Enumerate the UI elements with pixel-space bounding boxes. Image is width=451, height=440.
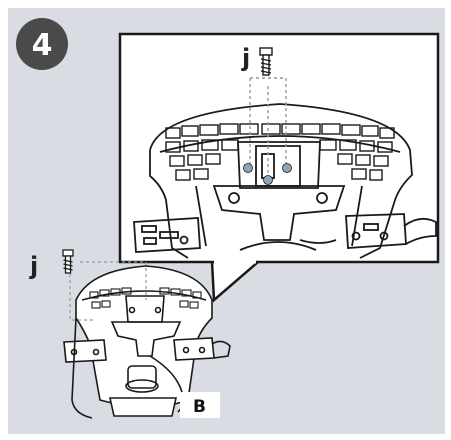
main-dotted-guide <box>69 261 147 321</box>
zoom-vent-grid <box>165 123 395 181</box>
part-label-box: B <box>180 392 220 418</box>
zoom-plate-slot <box>159 231 179 239</box>
zoom-plate-slot <box>143 237 157 245</box>
zoom-seat-base <box>133 103 437 259</box>
main-hub-base <box>125 379 159 393</box>
zoom-lip <box>159 135 401 153</box>
zoom-plate-slot <box>141 225 157 233</box>
zoom-cable <box>299 239 337 244</box>
screw-label-main: j <box>29 252 38 280</box>
zoom-hub <box>239 241 317 251</box>
main-plate-bolt <box>198 346 206 354</box>
main-base-plate <box>109 397 177 417</box>
main-side-plate-right <box>173 337 215 361</box>
zoom-dotted-guide <box>249 77 287 178</box>
zoom-callout: j <box>118 32 440 303</box>
zoom-plate-slot <box>363 223 379 231</box>
main-plate-bolt <box>92 348 100 356</box>
screw-hole <box>282 163 292 173</box>
screw-hole <box>263 175 273 185</box>
zoom-screw-holes <box>243 163 292 185</box>
main-plate-bolt <box>182 346 190 354</box>
part-label-background <box>180 392 220 418</box>
zoom-wall-left <box>195 185 207 247</box>
main-bracket <box>110 321 182 357</box>
zoom-mount-plate <box>237 141 321 189</box>
callout-frame <box>118 32 440 264</box>
screw-icon <box>62 249 74 274</box>
zoom-plate-bolt <box>179 235 189 245</box>
screw-icon <box>259 47 273 76</box>
screw-hole <box>243 163 253 173</box>
zoom-plate-bolt <box>379 231 389 241</box>
zoom-bracket-hole-left <box>228 192 240 204</box>
zoom-shell-left <box>149 150 189 259</box>
screw-label-zoom: j <box>241 44 250 72</box>
zoom-plate-bolt <box>351 231 361 241</box>
main-plate-hole <box>128 306 136 314</box>
zoom-lever <box>403 217 437 245</box>
step-number: 4 <box>32 28 53 63</box>
main-vent-grid <box>89 287 202 309</box>
part-label: B <box>193 397 206 417</box>
main-frame-left <box>71 317 93 419</box>
main-hub <box>127 365 157 389</box>
zoom-side-plate-left <box>133 217 201 253</box>
zoom-bracket <box>212 185 346 241</box>
step-badge-circle <box>16 18 68 70</box>
step-badge: 4 <box>16 18 68 70</box>
main-plate-hole <box>154 306 162 314</box>
main-seat-base <box>63 265 231 419</box>
main-side-plate-left <box>63 339 107 363</box>
zoom-bracket-hole-right <box>316 192 328 204</box>
zoom-shell-right <box>149 103 413 259</box>
main-lever <box>211 340 231 359</box>
